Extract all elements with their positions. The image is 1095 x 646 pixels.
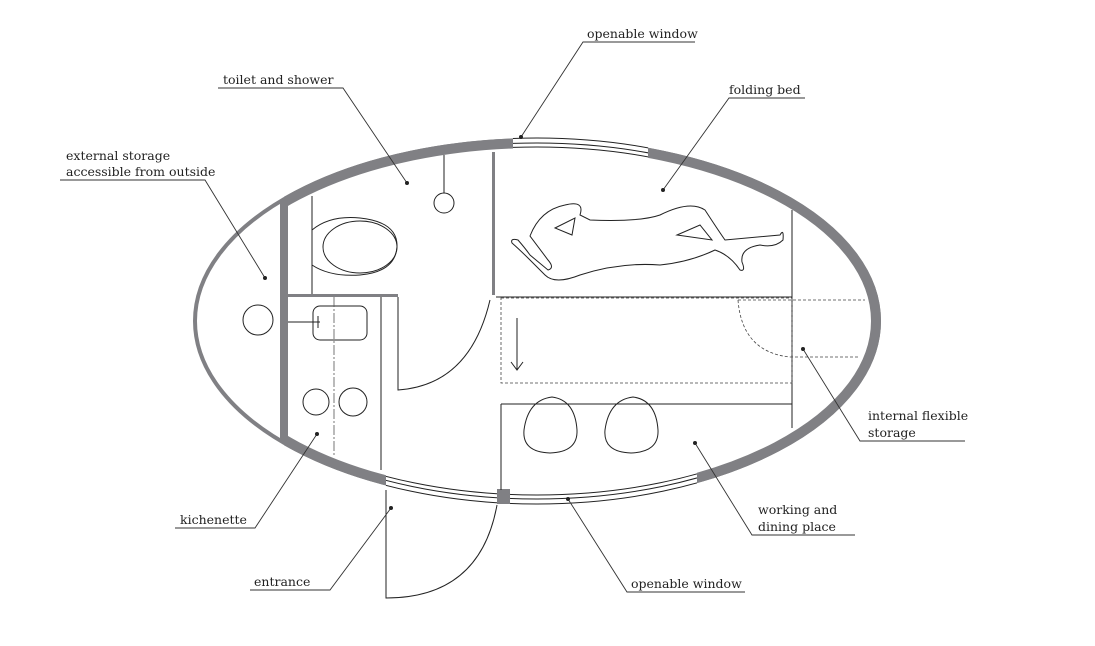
callout-openable-window-top: openable window — [519, 26, 698, 139]
chair — [604, 396, 659, 454]
interior-walls — [280, 152, 495, 470]
label-entrance: entrance — [254, 574, 310, 589]
label-internal-storage-2: storage — [868, 425, 916, 440]
chair — [523, 396, 578, 454]
label-kitchenette: kichenette — [180, 512, 247, 527]
folding-bed — [496, 203, 793, 428]
callout-external-storage: external storage accessible from outside — [60, 148, 267, 280]
label-openable-window-top: openable window — [587, 26, 698, 41]
label-dining: dining place — [758, 519, 836, 534]
shower — [433, 155, 455, 214]
window-bottom — [386, 472, 697, 506]
callout-openable-window-bottom: openable window — [566, 497, 745, 593]
label-toilet-shower: toilet and shower — [223, 72, 334, 87]
pod-shell — [193, 136, 881, 506]
wall-post — [497, 489, 510, 504]
label-openable-window-bottom: openable window — [631, 576, 742, 591]
callout-folding-bed: folding bed — [661, 82, 805, 192]
callout-entrance: entrance — [250, 506, 393, 591]
callout-working-dining: working and dining place — [693, 441, 855, 536]
label-working: working and — [758, 502, 837, 517]
window-top — [513, 136, 648, 158]
callout-toilet-shower: toilet and shower — [218, 72, 409, 185]
callout-kitchenette: kichenette — [175, 432, 319, 529]
dining-table — [500, 396, 792, 490]
label-external-storage-2: accessible from outside — [66, 164, 215, 179]
label-external-storage: external storage — [66, 148, 170, 163]
label-folding-bed: folding bed — [729, 82, 801, 97]
entrance-door — [385, 490, 498, 599]
internal-storage — [737, 299, 865, 358]
bathroom-door — [397, 297, 491, 391]
callout-internal-storage: internal flexible storage — [801, 347, 968, 442]
label-internal-storage: internal flexible — [868, 408, 968, 423]
toilet — [311, 217, 398, 276]
kitchenette-fixtures — [288, 297, 368, 455]
external-storage-hatch — [242, 304, 274, 336]
